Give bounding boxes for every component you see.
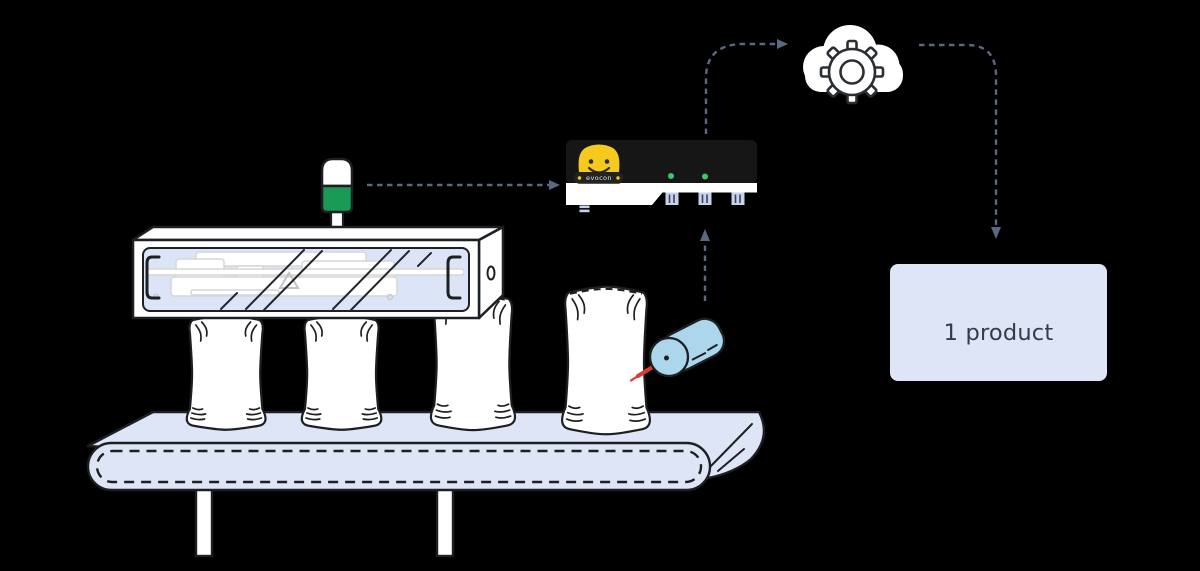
evocon-mascot-icon [574, 144, 624, 184]
photo-eye-sensor [629, 317, 726, 382]
conveyor-leg [435, 486, 455, 558]
signal-tower-green-light [320, 184, 354, 214]
roller-wrap-lines [709, 423, 753, 472]
arrow-heads [549, 39, 1001, 241]
evocon-device [566, 140, 757, 213]
product-bag-2 [300, 314, 383, 431]
product-count-label: 1 product [943, 319, 1054, 346]
sensor-emitter-dot [664, 355, 669, 361]
device-status-led [702, 173, 708, 180]
conveyor-leg [194, 486, 214, 558]
sealing-machine [131, 225, 505, 320]
arrow-cloud-to-product [919, 43, 998, 227]
product-bag-4 [562, 287, 650, 435]
machine-top-face [131, 225, 505, 242]
gear-icon [819, 39, 885, 105]
machine-internals [145, 251, 465, 301]
sensor-face [648, 336, 690, 378]
flow-arrows [367, 42, 998, 301]
machine-side-hole [486, 265, 496, 281]
product-bag-1 [185, 314, 267, 431]
device-base [566, 183, 757, 205]
device-ports [579, 192, 745, 213]
mascot-brand-band [574, 172, 624, 184]
device-power-connector [579, 205, 590, 209]
signal-tower-cap [320, 157, 354, 188]
sensor-body-marks [691, 344, 718, 361]
arrow-device-to-cloud [704, 42, 777, 134]
conveyor-legs [194, 486, 455, 558]
belt-dashed-track [95, 449, 703, 484]
machine-handles [145, 255, 462, 300]
belt-loop [86, 441, 712, 492]
signal-tower [320, 157, 354, 234]
device-brand-label: evocon [586, 174, 612, 182]
window-glare-lines [220, 249, 432, 311]
device-status-led [668, 173, 674, 179]
laser-beam-tip [629, 374, 640, 382]
product-count-box [890, 264, 1107, 381]
